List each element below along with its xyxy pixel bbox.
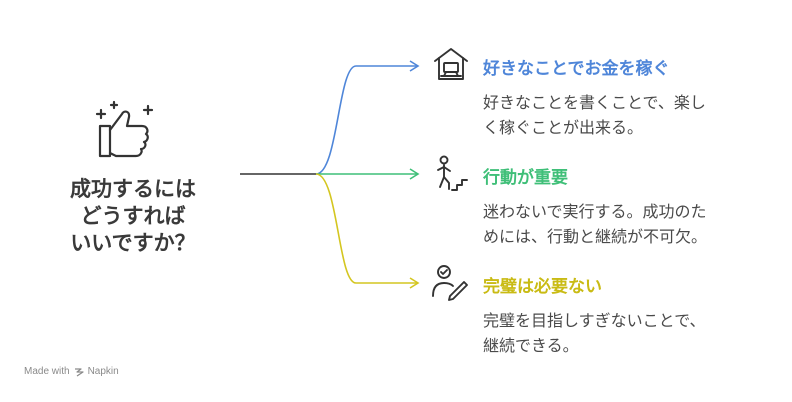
branch-2-description: 迷わないで実行する。成功のた めには、行動と継続が不可欠。	[483, 199, 783, 249]
branch-arrow-3	[409, 277, 420, 289]
branch-2-desc-line-2: めには、行動と継続が不可欠。	[483, 227, 708, 246]
question-line-3: いいですか？	[70, 231, 196, 255]
central-question: 成功するには どうすれば いいですか？	[28, 176, 238, 257]
branch-2-desc-line-1: 迷わないで実行する。成功のた	[483, 202, 707, 221]
napkin-brand-label: Napkin	[87, 366, 119, 377]
branch-arrow-1	[409, 60, 420, 72]
person-pencil-icon	[432, 265, 468, 301]
branch-arrow-2	[409, 168, 420, 180]
branch-2-title: 行動が重要	[483, 168, 568, 188]
branch-line-3	[315, 173, 418, 284]
person-stairs-icon	[437, 155, 468, 191]
branch-3-title: 完璧は必要ない	[483, 277, 602, 297]
branch-3-desc-line-2: 継続できる。	[483, 336, 579, 355]
made-with-label: Made with	[24, 366, 70, 377]
question-line-2: どうすれば	[80, 204, 186, 228]
branch-1-title: 好きなことでお金を稼ぐ	[483, 59, 670, 79]
napkin-logo-icon	[74, 367, 84, 376]
made-with-napkin-footer: Made with Napkin	[24, 366, 119, 377]
branch-1-description: 好きなことを書くことで、楽し く稼ぐことが出来る。	[483, 90, 783, 140]
house-laptop-icon	[434, 48, 468, 80]
branch-1-desc-line-2: く稼ぐことが出来る。	[483, 118, 644, 137]
branch-3-description: 完璧を目指しすぎないことで、 継続できる。	[483, 308, 783, 358]
question-line-1: 成功するには	[70, 177, 196, 201]
thumbs-up-sparkle-icon	[95, 100, 154, 158]
branch-1-desc-line-1: 好きなことを書くことで、楽し	[483, 93, 706, 112]
branch-3-desc-line-1: 完璧を目指しすぎないことで、	[483, 311, 706, 330]
branch-line-1	[315, 65, 418, 175]
